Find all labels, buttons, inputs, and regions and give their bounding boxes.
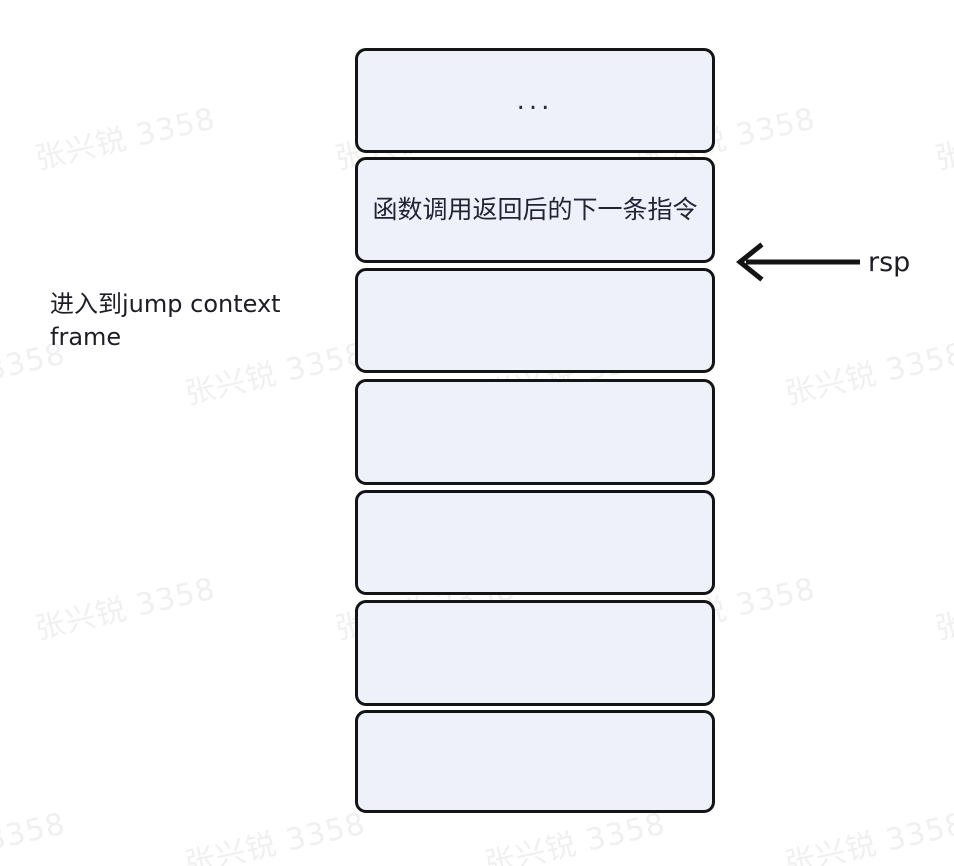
jump-context-frame-label: 进入到jump context frame xyxy=(50,290,281,352)
stack-cell-slot-7 xyxy=(355,710,715,813)
stack-cell-slot-3 xyxy=(355,268,715,373)
ellipsis-glyph: ... xyxy=(516,85,554,116)
stack-cell-slot-6 xyxy=(355,600,715,706)
arrow-left-icon xyxy=(735,242,860,282)
stack-cell-slot-5 xyxy=(355,490,715,595)
stack-cell-ellipsis: ... xyxy=(355,48,715,153)
rsp-pointer-annotation: rsp xyxy=(730,240,910,284)
stack-cell-label: 函数调用返回后的下一条指令 xyxy=(372,194,698,224)
rsp-label: rsp xyxy=(868,246,911,278)
stack-cell-return-address: 函数调用返回后的下一条指令 xyxy=(355,157,715,263)
stack-cell-slot-4 xyxy=(355,379,715,485)
